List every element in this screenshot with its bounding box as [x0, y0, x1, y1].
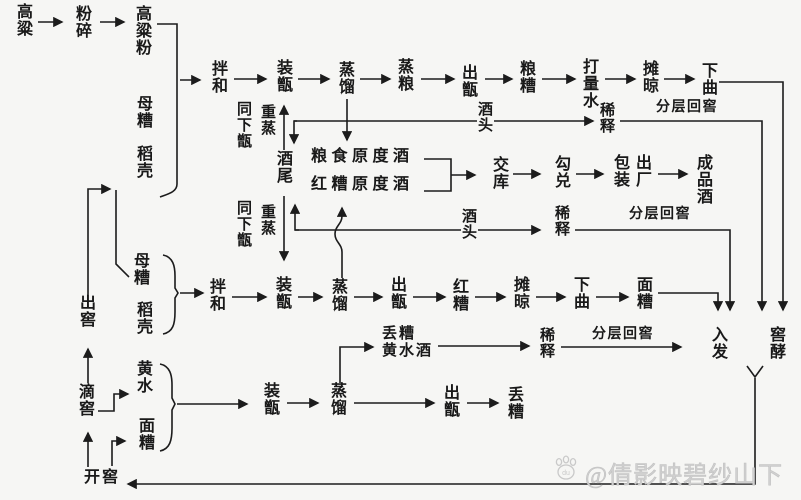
- node-top-mash-2: 面糟: [636, 277, 654, 312]
- node-mother-mash-2: 母糟: [133, 253, 151, 288]
- node-load-still-3: 装甑: [263, 383, 281, 418]
- node-top-mash-3: 面糟: [138, 418, 156, 453]
- node-shipping: 出厂: [635, 155, 653, 190]
- label-return-pit-3: 分层回窖: [592, 327, 654, 343]
- svg-text:du: du: [562, 470, 570, 477]
- node-dilute-2: 稀释: [554, 206, 571, 239]
- watermark: @倩影映碧纱山下: [585, 463, 784, 490]
- node-spread-cool-2: 摊晾: [513, 277, 531, 312]
- node-add-qu-1: 下曲: [701, 63, 719, 98]
- node-load-still-1: 装甑: [276, 60, 294, 95]
- label-return-pit-1: 分层回窖: [656, 100, 718, 116]
- node-open-pit: 开窖: [84, 469, 121, 487]
- node-liquor-heads-2: 酒头: [461, 209, 478, 242]
- node-grain-mash: 粮糟: [519, 61, 537, 96]
- node-distill-2: 蒸馏: [331, 279, 349, 314]
- node-unload-still-2: 出甑: [390, 277, 408, 312]
- node-unload-still-1: 出甑: [461, 65, 479, 100]
- node-spread-cool-1: 摊晾: [642, 61, 660, 96]
- label-return-pit-2: 分层回窖: [629, 207, 691, 223]
- node-dilute-1: 稀释: [599, 103, 616, 136]
- node-load-still-2: 装甑: [275, 277, 293, 312]
- node-exit-pit: 出窖: [79, 295, 97, 330]
- node-add-water: 打量水: [582, 59, 600, 111]
- node-finished-liquor: 成品酒: [696, 155, 714, 207]
- node-enter-pit-ferment-col1: 入发: [711, 327, 729, 362]
- node-blending: 勾兑: [554, 156, 572, 191]
- node-rice-husk-2: 稻壳: [136, 302, 154, 337]
- label-line-2: 黄水酒: [382, 343, 434, 360]
- node-mixing-1: 拌和: [211, 61, 229, 96]
- node-crushing: 粉碎: [75, 6, 93, 41]
- node-drain-pit: 滴窖: [78, 384, 96, 419]
- node-warehouse: 交库: [492, 157, 510, 192]
- node-rice-husk-1: 稻壳: [136, 146, 154, 181]
- label-redistill-1: 重蒸: [260, 105, 277, 138]
- node-add-qu-2: 下曲: [573, 277, 591, 312]
- node-mixing-2: 拌和: [209, 279, 227, 314]
- node-sorghum-flour: 高粱粉: [135, 6, 153, 58]
- label-line-1: 丢糟: [382, 326, 417, 342]
- node-enter-pit-ferment-col2: 窖酵: [769, 327, 787, 362]
- label-redistill-2: 重蒸: [260, 205, 277, 238]
- node-mother-mash-1: 母糟: [136, 96, 154, 131]
- node-unload-still-3: 出甑: [443, 385, 461, 420]
- node-spent-mash-yellow-water-liquor: 丢糟 黄水酒: [382, 326, 434, 361]
- node-grain-raw-liquor: 粮食原度酒: [311, 148, 414, 166]
- node-packaging: 包装: [613, 155, 631, 190]
- node-red-mash: 红糟: [452, 279, 470, 314]
- node-steam-grain: 蒸粮: [397, 59, 415, 94]
- node-redmash-raw-liquor: 红糟原度酒: [311, 176, 414, 194]
- label-same-still-2: 同下甑: [236, 201, 253, 250]
- label-same-still-1: 同下甑: [236, 102, 253, 151]
- paw-icon: du: [555, 455, 577, 480]
- node-distill-1: 蒸馏: [338, 62, 356, 97]
- node-spent-mash: 丢糟: [507, 387, 525, 422]
- node-dilute-3: 稀释: [539, 328, 556, 361]
- flow-arrows: [38, 16, 789, 490]
- node-sorghum: 高粱: [16, 4, 34, 39]
- node-yellow-water: 黄水: [136, 361, 154, 396]
- node-distill-3: 蒸馏: [330, 383, 348, 418]
- node-liquor-tails: 酒尾: [276, 151, 294, 186]
- node-liquor-heads-1: 酒头: [477, 102, 494, 135]
